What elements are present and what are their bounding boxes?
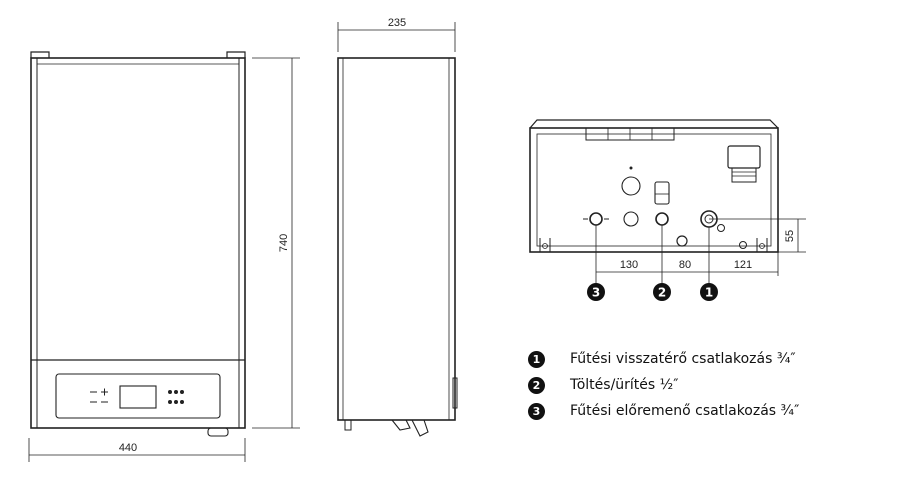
display-screen (119, 385, 157, 409)
valve-body (654, 181, 670, 205)
sensor-dot (629, 166, 633, 170)
callout-2-badge (653, 283, 671, 301)
legend: 1 Fűtési visszatérő csatlakozás ¾″ 2 Töl… (528, 346, 799, 424)
legend-item: 3 Fűtési előremenő csatlakozás ¾″ (528, 398, 799, 424)
legend-item: 2 Töltés/ürítés ½″ (528, 372, 799, 398)
side-view: 235 (337, 17, 458, 437)
left-control-buttons (90, 388, 108, 403)
flue-fitting (727, 145, 761, 169)
legend-label: Töltés/ürítés ½″ (570, 377, 679, 393)
callout-1-number: 1 (705, 286, 713, 300)
right-control-buttons (168, 390, 184, 404)
side-depth-label: 235 (388, 17, 406, 29)
upper-opening (621, 176, 641, 196)
spacing-3-label: 121 (734, 259, 752, 271)
legend-item: 1 Fűtési visszatérő csatlakozás ¾″ (528, 346, 799, 372)
callout-3-badge (587, 283, 605, 301)
front-housing (30, 57, 246, 429)
callout-2-number: 2 (658, 286, 666, 300)
legend-badge: 2 (528, 376, 545, 394)
front-bottom-pipe (207, 427, 229, 437)
legend-badge: 3 (528, 402, 545, 420)
control-panel (55, 373, 221, 419)
front-view: 440 740 (28, 51, 300, 462)
legend-label: Fűtési visszatérő csatlakozás ¾″ (570, 351, 796, 367)
height-label: 740 (278, 234, 290, 252)
callout-3-number: 3 (592, 286, 600, 300)
side-housing (337, 57, 456, 421)
bottom-offset-label: 55 (784, 230, 796, 242)
legend-badge: 1 (528, 350, 545, 368)
legend-label: Fűtési előremenő csatlakozás ¾″ (570, 403, 800, 419)
bottom-view: 55 130 80 121 3 2 1 (529, 119, 806, 301)
spacing-2-label: 80 (679, 259, 691, 271)
side-wall-bracket (452, 377, 458, 409)
connection-2 (655, 212, 669, 226)
front-top-brackets (30, 51, 246, 58)
spacing-1-label: 130 (620, 259, 638, 271)
callout-1-badge (700, 283, 718, 301)
drain-fitting (676, 235, 688, 247)
connection-3 (589, 212, 603, 226)
front-width-label: 440 (119, 442, 137, 454)
lower-opening (623, 211, 639, 227)
side-bottom-pipes (391, 419, 429, 437)
